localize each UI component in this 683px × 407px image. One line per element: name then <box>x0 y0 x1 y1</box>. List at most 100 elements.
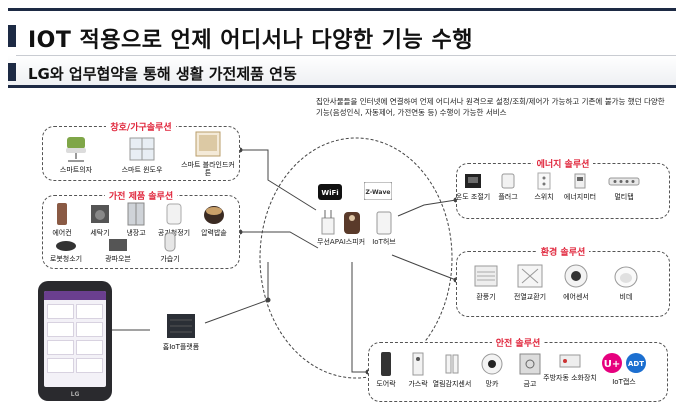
app-tile <box>47 340 74 355</box>
smart-window-item: 스마트 윈도우 <box>113 135 171 174</box>
heat-exchanger-item: 전열교환기 <box>501 262 559 301</box>
group-title: 환경 솔루션 <box>536 248 590 258</box>
item-label: 가스락 <box>408 380 428 388</box>
item-label: 온도 조절기 <box>455 193 491 201</box>
item-label: 공기청정기 <box>157 229 191 237</box>
subtitle-accent-bar <box>8 63 16 81</box>
item-label: IoT캡스 <box>612 378 636 386</box>
door-sensor-icon <box>445 354 459 374</box>
fire-extinguisher-item: 주방자동 소화장치 <box>541 351 599 382</box>
smart-chair-item: 스마트의자 <box>47 135 105 174</box>
item-label: 주방자동 소화장치 <box>543 374 597 382</box>
item-label: 에어컨 <box>52 229 72 237</box>
door-lock-icon <box>381 352 391 376</box>
title-divider <box>16 55 676 56</box>
item-label: 플러그 <box>498 193 518 201</box>
server-icon <box>167 314 195 338</box>
zwave-icon: Z-Wave <box>363 181 393 201</box>
svg-text:U+: U+ <box>604 359 621 370</box>
gas-lock-icon <box>412 352 424 376</box>
energy-solution-group: 에너지 솔루션 온도 조절기 플러그 스위치 에너지미터 멀티탭 <box>456 160 670 219</box>
phone-screen <box>44 291 106 387</box>
item-label: 광파오븐 <box>105 255 131 263</box>
wifi-icon: WiFi <box>318 184 342 200</box>
door-lock-item: 도어락 <box>357 351 415 388</box>
bidet-icon <box>614 266 638 288</box>
air-purifier-item: 공기청정기 <box>145 202 203 237</box>
air-conditioner-item: 에어컨 <box>33 202 91 237</box>
item-label: 망카 <box>485 380 499 388</box>
page-subtitle: LG와 업무협약을 통해 생활 가전제품 연동 <box>28 65 297 83</box>
page-title: IOT 적용으로 언제 어디서나 다양한 기능 수행 <box>28 28 473 53</box>
item-label: 세탁기 <box>90 229 110 237</box>
app-tile <box>47 304 74 319</box>
oven-item: 광파오븐 <box>89 238 147 263</box>
switch-item: 스위치 <box>515 172 573 201</box>
camera-icon <box>481 353 503 375</box>
group-title: 창호/가구솔루션 <box>106 123 176 133</box>
iot-caps-item: U+ADT IoT캡스 <box>589 351 659 386</box>
home-iot-platform: 홈IoT플랫폼 <box>146 312 216 351</box>
open-sensor-item: 열림감지센서 <box>423 351 481 388</box>
rice-cooker-item: 압력밥솥 <box>185 202 243 237</box>
switch-icon <box>537 172 551 190</box>
item-label: 스마트 블라인드커튼 <box>181 161 235 177</box>
air-sensor-item: 에어센서 <box>547 262 605 301</box>
gas-lock-item: 가스락 <box>389 351 447 388</box>
item-label: 에너지미터 <box>563 193 597 201</box>
app-tile <box>76 358 103 373</box>
robot-vacuum-item: 로봇청소기 <box>37 238 95 263</box>
svg-text:Z-Wave: Z-Wave <box>366 189 391 196</box>
item-label: 비데 <box>619 293 633 301</box>
thermostat-icon <box>465 174 481 188</box>
router-icon <box>321 210 335 235</box>
item-label: 금고 <box>523 380 537 388</box>
safe-icon <box>519 353 541 375</box>
air-purifier-icon <box>166 203 182 225</box>
refrigerator-item: 냉장고 <box>107 202 165 237</box>
rice-cooker-icon <box>204 206 224 224</box>
humidifier-icon <box>164 232 176 252</box>
item-label: 무선AP <box>317 238 339 246</box>
item-label: 열림감지센서 <box>432 380 472 388</box>
energy-meter-icon <box>574 173 586 189</box>
washer-icon <box>91 205 109 223</box>
ai-speaker-item: AI스피커 <box>330 208 374 246</box>
item-label: 스마트 윈도우 <box>121 166 163 174</box>
smart-blind-item: 스마트 블라인드커튼 <box>179 130 237 177</box>
robot-vacuum-icon <box>56 241 76 251</box>
wireless-ap-item: 무선AP <box>306 208 350 246</box>
blind-icon <box>195 131 221 157</box>
air-sensor-icon <box>564 264 588 288</box>
chair-icon <box>66 137 86 162</box>
app-tile <box>47 358 74 373</box>
appliance-solution-group: 가전 제품 솔루션 에어컨 세탁기 냉장고 공기청정기 압력밥솥 로봇청소기 광… <box>42 192 243 269</box>
extinguisher-icon <box>559 354 581 368</box>
window-icon <box>129 137 155 161</box>
wifi-logo: WiFi <box>318 184 342 202</box>
app-tile <box>47 322 74 337</box>
item-label: 환풍기 <box>476 293 496 301</box>
group-title: 가전 제품 솔루션 <box>104 192 178 202</box>
washer-item: 세탁기 <box>71 202 129 237</box>
title-accent-bar <box>8 25 16 47</box>
hub-device-icon <box>376 211 392 235</box>
item-label: AI스피커 <box>338 238 366 246</box>
item-label: 홈IoT플랫폼 <box>162 343 200 351</box>
item-label: 압력밥솥 <box>201 229 227 237</box>
app-tile <box>76 322 103 337</box>
safe-item: 금고 <box>501 351 559 388</box>
multitap-icon <box>608 177 640 186</box>
refrigerator-icon <box>127 202 145 226</box>
ventilation-fan-item: 환풍기 <box>457 262 515 301</box>
item-label: 멀티탭 <box>614 193 634 201</box>
app-header-bar <box>44 291 106 300</box>
group-title: 에너지 솔루션 <box>532 160 594 170</box>
uplus-adt-logo-icon: U+ADT <box>602 353 646 373</box>
thermostat-item: 온도 조절기 <box>444 172 502 201</box>
service-description: 집안사물들을 인터넷에 연결하여 언제 어디서나 원격으로 설정/조회/제어가 … <box>316 97 665 117</box>
air-conditioner-icon <box>57 203 67 225</box>
item-label: 전열교환기 <box>513 293 547 301</box>
iot-hub-item: IoT허브 <box>362 208 406 246</box>
bidet-item: 비데 <box>597 262 655 301</box>
